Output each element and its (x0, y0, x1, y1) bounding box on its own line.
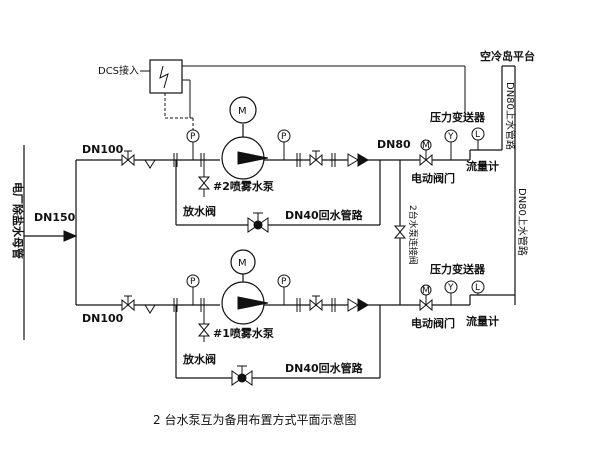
dn80-up-top-label: DN80上水管路 (504, 82, 517, 150)
motor2-label: M (238, 106, 247, 117)
dn80-label: DN80 (377, 138, 411, 151)
bottom-discharge-gauge-icon (277, 274, 291, 288)
dn80-up-mid-label: DN80上水管路 (516, 188, 529, 256)
svg-text:M: M (422, 141, 430, 151)
top-pressure-label: 压力变送器 (430, 110, 486, 124)
bottom-flow-label: 流量计 (466, 314, 499, 328)
pump1-arrow-icon (237, 296, 269, 310)
motor1-icon (230, 249, 256, 275)
bottom-inlet-gate-valve-icon (121, 295, 135, 311)
top-discharge-gauge-icon (277, 129, 291, 143)
bottom-outlet-gate-valve-icon (309, 295, 323, 311)
link-valve-icon (394, 225, 406, 239)
pump2-label: #2喷雾水泵 (213, 179, 274, 193)
bottom-pressure-y-icon (444, 280, 458, 294)
bottom-suction-gauge-icon (186, 274, 200, 288)
bottom-drain-label: 放水阀 (182, 352, 216, 366)
top-check-valve-icon (347, 153, 369, 167)
top-discharge-gauge-label: P (281, 132, 287, 142)
top-strainer-icon (144, 159, 156, 169)
top-suction-gauge-label: P (190, 132, 196, 142)
top-flow-l-icon (471, 127, 485, 141)
motor2-icon (229, 96, 257, 124)
svg-text:L: L (475, 130, 480, 140)
dn100-top-label: DN100 (82, 143, 124, 156)
bottom-drain-valve-icon (198, 323, 210, 337)
link-valve-label: 2台水泵连接阀 (407, 205, 419, 265)
bottom-return-label: DN40回水管路 (285, 361, 364, 375)
pump1-label: #1喷雾水泵 (213, 326, 274, 340)
dn150-label: DN150 (34, 211, 76, 224)
top-return-valve-icon (247, 212, 269, 233)
top-outlet-gate-valve-icon (309, 150, 323, 166)
motor1-label: M (238, 258, 247, 269)
top-drain-valve-icon (198, 176, 210, 190)
source-label: 电厂除盐水母管 (11, 182, 25, 259)
svg-text:Y: Y (447, 283, 454, 293)
top-inlet-gate-valve-icon (121, 150, 135, 166)
platform-label: 空冷岛平台 (480, 49, 535, 63)
bottom-strainer-icon (144, 304, 156, 314)
svg-text:M: M (422, 286, 430, 296)
bottom-flow-l-icon (471, 280, 485, 294)
svg-text:P: P (190, 277, 196, 287)
svg-text:L: L (475, 283, 480, 293)
svg-text:Y: Y (447, 132, 454, 142)
top-electric-valve-icon: M (419, 139, 433, 166)
dn150-arrow-icon (63, 230, 78, 242)
dn100-bottom-label: DN100 (82, 312, 124, 325)
top-electric-valve-label: 电动阀门 (411, 171, 455, 185)
top-pressure-y-icon (444, 129, 458, 143)
top-drain-label: 放水阀 (182, 204, 216, 218)
bottom-check-valve-icon (347, 298, 369, 312)
bottom-electric-valve-icon: M (419, 284, 433, 311)
diagram-caption: 2 台水泵互为备用布置方式平面示意图 (153, 412, 356, 427)
dcs-label: DCS接入 (98, 64, 139, 77)
svg-text:P: P (281, 277, 287, 287)
dcs-signal-icon (159, 65, 169, 89)
dcs-box (149, 59, 183, 94)
bottom-pressure-label: 压力变送器 (430, 262, 486, 276)
bottom-electric-valve-label: 电动阀门 (411, 316, 455, 330)
top-flow-label: 流量计 (466, 159, 499, 173)
pump2-arrow-icon (237, 151, 269, 165)
top-return-label: DN40回水管路 (285, 208, 364, 222)
bottom-return-valve-icon (231, 365, 253, 386)
